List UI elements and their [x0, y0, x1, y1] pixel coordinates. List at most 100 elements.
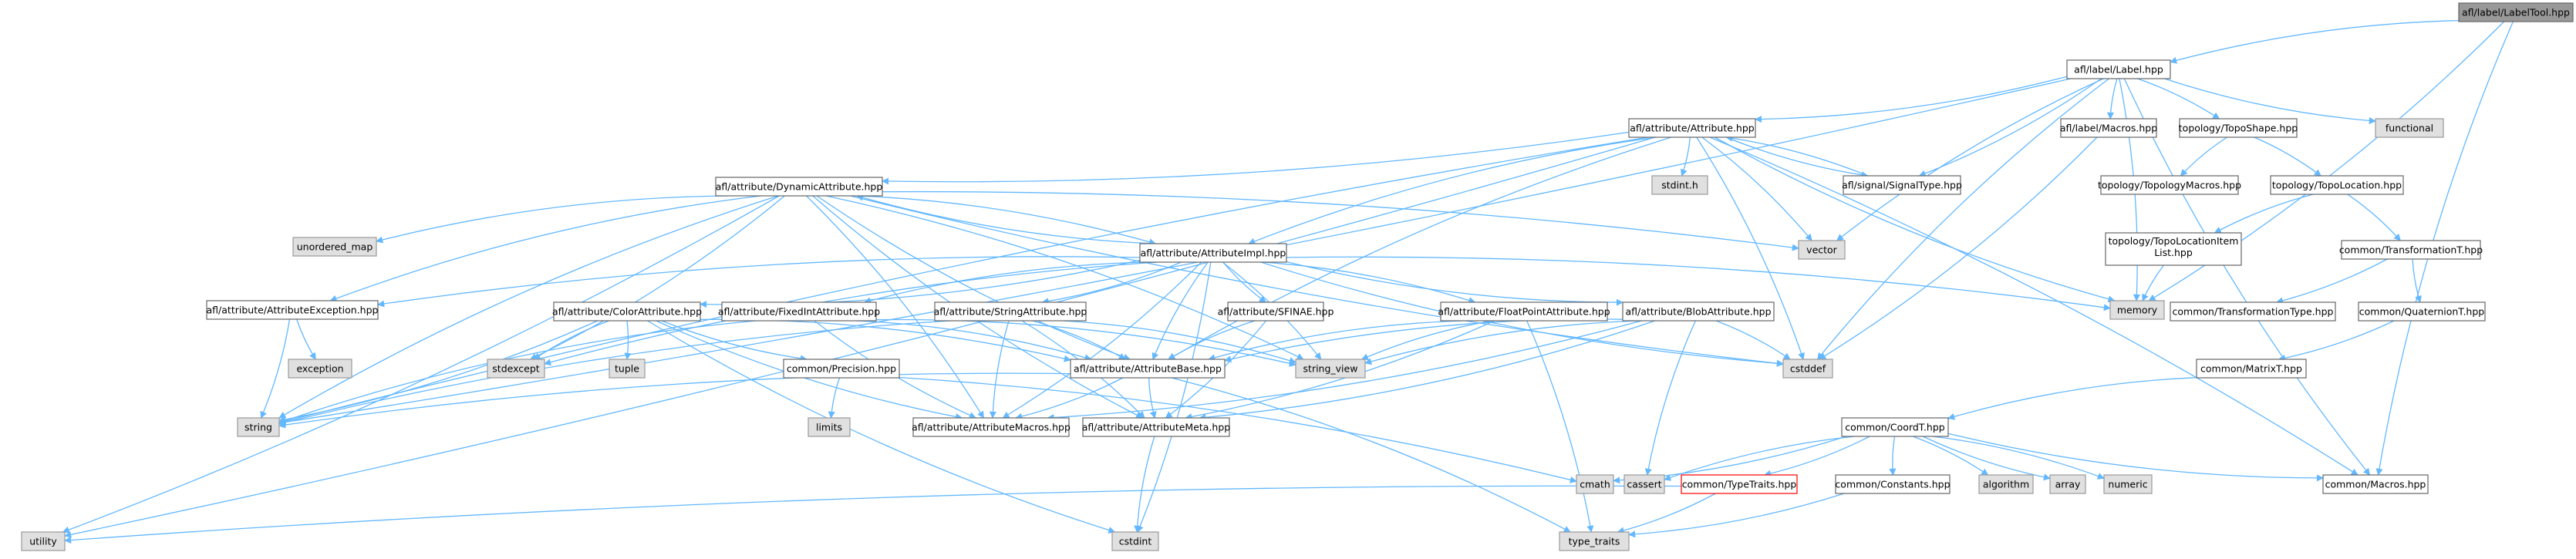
node-fixedint[interactable]: afl/attribute/FixedIntAttribute.hpp [718, 301, 880, 322]
edge-attrimpl-to-fixedint [863, 261, 1148, 305]
node-algorithm: algorithm [1978, 474, 2034, 494]
node-quatT-label: common/QuaternionT.hpp [2359, 306, 2485, 318]
node-attrmacros-box [912, 417, 1070, 437]
edge-attribute-to-signaltype [1725, 136, 1869, 179]
node-topshape[interactable]: topology/TopoShape.hpp [2179, 118, 2298, 138]
edge-attribute-to-cmacros [1709, 136, 2359, 476]
node-label[interactable]: afl/label/Label.hpp [2066, 59, 2171, 79]
edge-attrimpl-to-memory [1286, 256, 2111, 311]
node-cmacros[interactable]: common/Macros.hpp [2322, 474, 2429, 494]
node-colorattr[interactable]: afl/attribute/ColorAttribute.hpp [552, 301, 702, 322]
edge-label-to-attribute [1755, 76, 2068, 123]
edge-attrmeta-to-cstdint [1134, 436, 1155, 533]
node-attrbase[interactable]: afl/attribute/AttributeBase.hpp [1070, 359, 1226, 379]
node-transtype[interactable]: common/TransformationType.hpp [2170, 301, 2336, 322]
node-stringattr[interactable]: afl/attribute/StringAttribute.hpp [934, 301, 1087, 322]
edge-label-to-string [278, 78, 2071, 426]
edge-fixedint-to-attrbase [855, 320, 1092, 362]
node-typetraitshpp-box [1681, 474, 1798, 494]
edge-attrexc-to-string [260, 318, 291, 419]
edge-transT-to-quatT [2412, 258, 2422, 303]
edge-attrimpl-to-floatattr [1262, 261, 1476, 304]
edge-attribute-to-attrimpl [1248, 136, 1657, 245]
node-stdexcept-label: stdexcept [492, 363, 539, 375]
node-blobattr-label: afl/attribute/BlobAttribute.hpp [1625, 306, 1771, 318]
node-attribute-label: afl/attribute/Attribute.hpp [1630, 123, 1755, 134]
node-quatT[interactable]: common/QuaternionT.hpp [2358, 301, 2486, 322]
edge-floatattr-to-type_traits [1526, 320, 1594, 533]
edge-attrimpl-to-dynattr [856, 194, 1156, 244]
edge-coordT-to-cmath [1613, 436, 1847, 484]
edge-constants-to-type_traits [1628, 493, 1845, 538]
node-typetraitshpp[interactable]: common/TypeTraits.hpp [1681, 474, 1798, 494]
node-numeric-box [2103, 474, 2153, 494]
edge-dynattr-to-stdexcept [529, 195, 785, 360]
node-labeltool[interactable]: afl/label/LabelTool.hpp [2458, 2, 2574, 22]
node-macros[interactable]: afl/label/Macros.hpp [2060, 118, 2157, 138]
node-precision-label: common/Precision.hpp [787, 363, 896, 375]
node-vector: vector [1798, 240, 1846, 260]
node-matrixT-box [2196, 359, 2307, 379]
node-attrexc[interactable]: afl/attribute/AttributeException.hpp [206, 300, 379, 320]
edge-quatT-to-matrixT [2278, 320, 2395, 362]
edge-colorattr-to-precision [661, 320, 808, 362]
node-toploc[interactable]: topology/TopoLocation.hpp [2270, 175, 2404, 195]
node-cassert-label: cassert [1627, 479, 1661, 490]
node-signaltype[interactable]: afl/signal/SignalType.hpp [1842, 175, 1962, 195]
node-matrixT[interactable]: common/MatrixT.hpp [2196, 359, 2307, 379]
edge-typetraitshpp-to-utility [64, 485, 1682, 544]
node-dynattr[interactable]: afl/attribute/DynamicAttribute.hpp [715, 177, 883, 197]
node-precision[interactable]: common/Precision.hpp [783, 359, 900, 379]
edge-dynattr-to-attrmacros [806, 195, 984, 419]
edge-attrexc-to-exception [296, 318, 316, 360]
node-utility-label: utility [29, 536, 57, 547]
node-functional-box [2375, 118, 2444, 138]
edge-attribute-to-string [278, 136, 1648, 425]
node-labeltool-box [2458, 2, 2574, 22]
node-topmacros[interactable]: topology/TopologyMacros.hpp [2098, 175, 2241, 195]
node-transT[interactable]: common/TransformationT.hpp [2339, 240, 2483, 260]
node-topmacros-box [2100, 175, 2239, 195]
node-attrexc-box [206, 300, 379, 320]
node-attrmacros[interactable]: afl/attribute/AttributeMacros.hpp [912, 417, 1071, 437]
edge-topshape-to-topmacros [2180, 136, 2227, 177]
node-typetraitshpp-label: common/TypeTraits.hpp [1682, 479, 1797, 490]
edge-label-to-functional [2164, 78, 2376, 124]
node-attrimpl[interactable]: afl/attribute/AttributeImpl.hpp [1139, 243, 1287, 263]
node-coordT-box [1841, 417, 1949, 437]
edge-attrimpl-to-stringattr [1041, 261, 1182, 305]
edge-dynattr-to-string [278, 195, 779, 419]
node-unordered_map-label: unordered_map [297, 241, 373, 253]
edge-colorattr-to-attrmacros [656, 320, 963, 420]
node-sfinae[interactable]: afl/attribute/SFINAE.hpp [1218, 301, 1334, 322]
node-cassert-box [1623, 474, 1665, 494]
node-label-label: afl/label/Label.hpp [2074, 64, 2163, 76]
node-floatattr[interactable]: afl/attribute/FloatPointAttribute.hpp [1438, 301, 1610, 322]
node-attribute[interactable]: afl/attribute/Attribute.hpp [1628, 118, 1756, 138]
node-memory-box [2109, 300, 2165, 320]
node-blobattr[interactable]: afl/attribute/BlobAttribute.hpp [1622, 301, 1775, 322]
node-stringattr-label: afl/attribute/StringAttribute.hpp [934, 306, 1087, 318]
edge-attribute-to-stdinth [1680, 136, 1691, 177]
node-string_view-label: string_view [1303, 363, 1358, 375]
node-functional-label: functional [2385, 123, 2433, 134]
node-cstdint-label: cstdint [1119, 536, 1152, 547]
node-stdexcept: stdexcept [487, 359, 545, 379]
node-toplocitem-box [2105, 232, 2242, 266]
edge-dynattr-to-attrbase [816, 195, 1131, 361]
node-cmath: cmath [1576, 474, 1614, 494]
edge-macros-to-cstddef [1819, 136, 2098, 360]
node-coordT[interactable]: common/CoordT.hpp [1841, 417, 1949, 437]
edge-precision-to-cmath [899, 376, 1577, 483]
node-colorattr-box [553, 301, 701, 322]
node-constants[interactable]: common/Constants.hpp [1835, 474, 1951, 494]
edge-floatattr-to-attrmeta [1185, 320, 1495, 420]
node-constants-box [1835, 474, 1951, 494]
node-algorithm-box [1978, 474, 2034, 494]
node-algorithm-label: algorithm [1983, 479, 2029, 490]
edge-dynattr-to-string_view [825, 195, 1304, 360]
node-attrmeta[interactable]: afl/attribute/AttributeMeta.hpp [1082, 417, 1231, 437]
edge-matrixT-to-coordT [1947, 377, 2197, 420]
